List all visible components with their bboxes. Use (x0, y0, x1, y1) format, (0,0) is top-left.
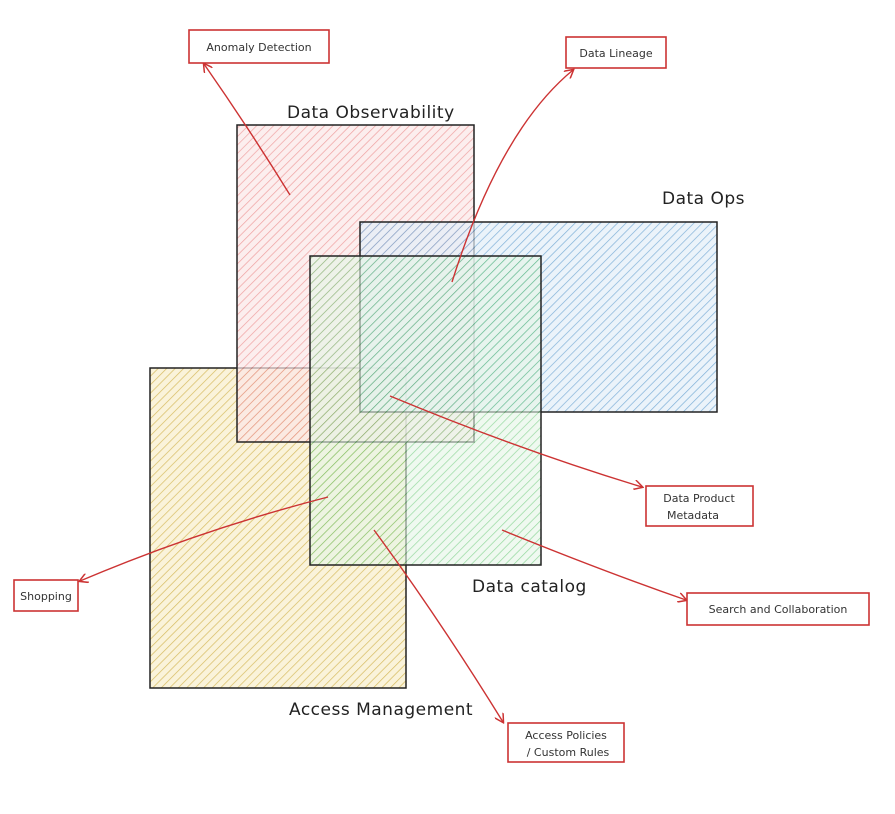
arrow-data-product-metadata (389, 395, 642, 487)
arrow-search-collaboration (501, 529, 686, 600)
callout-data-product-metadata: Data Product Metadata (645, 485, 754, 527)
callout-shopping: Shopping (13, 579, 79, 612)
callout-text: Metadata (667, 509, 719, 522)
callout-text: Access Policies (525, 729, 607, 742)
callout-data-lineage: Data Lineage (565, 36, 667, 69)
callout-anomaly-detection: Anomaly Detection (188, 29, 330, 64)
callout-text: Shopping (20, 590, 72, 603)
region-label-data-ops: Data Ops (662, 189, 745, 209)
arrow-shopping (80, 496, 329, 581)
callout-text: Search and Collaboration (709, 603, 848, 616)
region-label-data-catalog: Data catalog (472, 577, 587, 597)
region-label-access-management: Access Management (289, 700, 473, 720)
callout-access-policies: Access Policies / Custom Rules (507, 722, 625, 763)
callout-search-collaboration: Search and Collaboration (686, 592, 870, 626)
arrow-access-policies (373, 529, 503, 722)
arrow-anomaly-detection (204, 64, 291, 196)
callout-text: Data Product (663, 492, 735, 505)
region-label-data-observability: Data Observability (287, 103, 455, 123)
callout-text: Data Lineage (579, 47, 652, 60)
callout-text: / Custom Rules (527, 746, 610, 759)
arrow-data-lineage (451, 70, 573, 283)
callout-text: Anomaly Detection (206, 41, 311, 54)
